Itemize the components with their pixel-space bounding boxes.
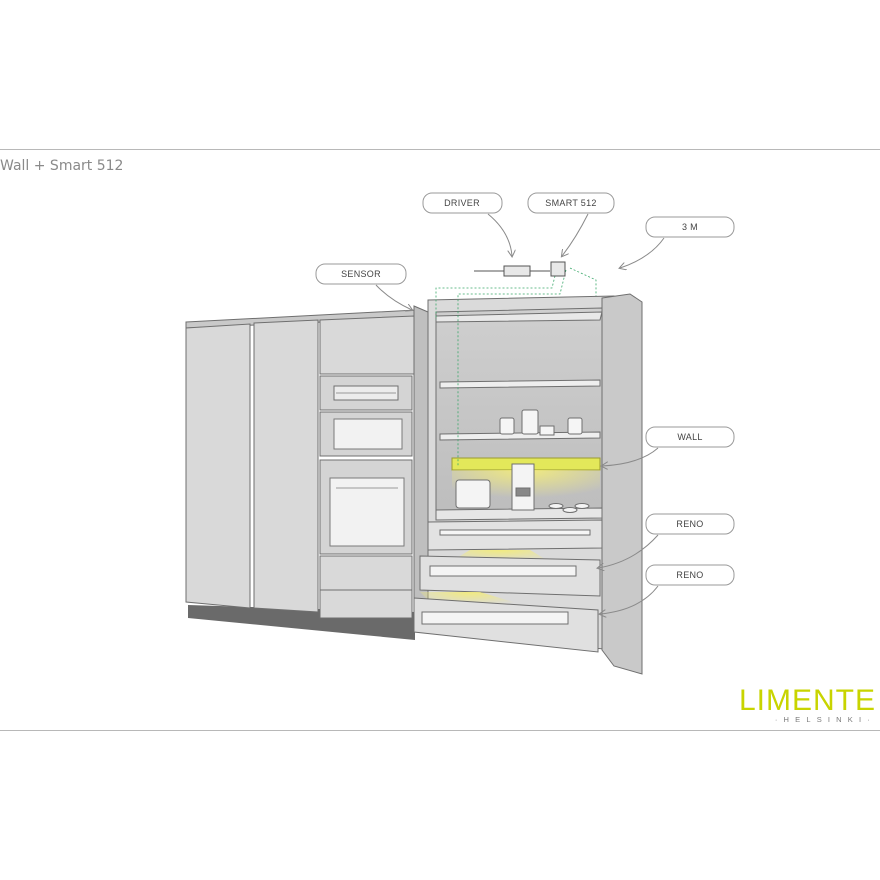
callout-smart: SMART 512 [527,192,615,256]
callout-sensor-label: SENSOR [341,269,381,279]
callout-sensor: SENSOR [315,263,412,310]
callout-smart-label: SMART 512 [545,198,596,208]
bottom-frame-line [0,730,880,731]
appliance-column [319,375,413,619]
callout-reno-lower: RENO [600,564,735,614]
smart-512-device [550,261,566,277]
callout-driver: DRIVER [422,192,512,256]
callout-reno-upper-label: RENO [676,519,703,529]
svg-text:·HELSINKI·: ·HELSINKI· [775,715,876,724]
callout-wall-label: WALL [677,432,702,442]
limente-logo: LIMENTE ·HELSINKI· [739,684,876,724]
top-frame-line [0,149,880,150]
pantry-unit [413,293,643,675]
callout-3m: 3 M [620,216,735,268]
svg-text:LIMENTE: LIMENTE [739,684,876,717]
callout-reno-lower-label: RENO [676,570,703,580]
callout-wall: WALL [602,426,735,466]
driver-device [474,265,550,277]
callout-driver-label: DRIVER [444,198,480,208]
callout-reno-upper: RENO [598,513,735,568]
page-title: Wall + Smart 512 [0,158,124,174]
wiring [435,267,597,466]
callout-3m-label: 3 M [682,222,698,232]
